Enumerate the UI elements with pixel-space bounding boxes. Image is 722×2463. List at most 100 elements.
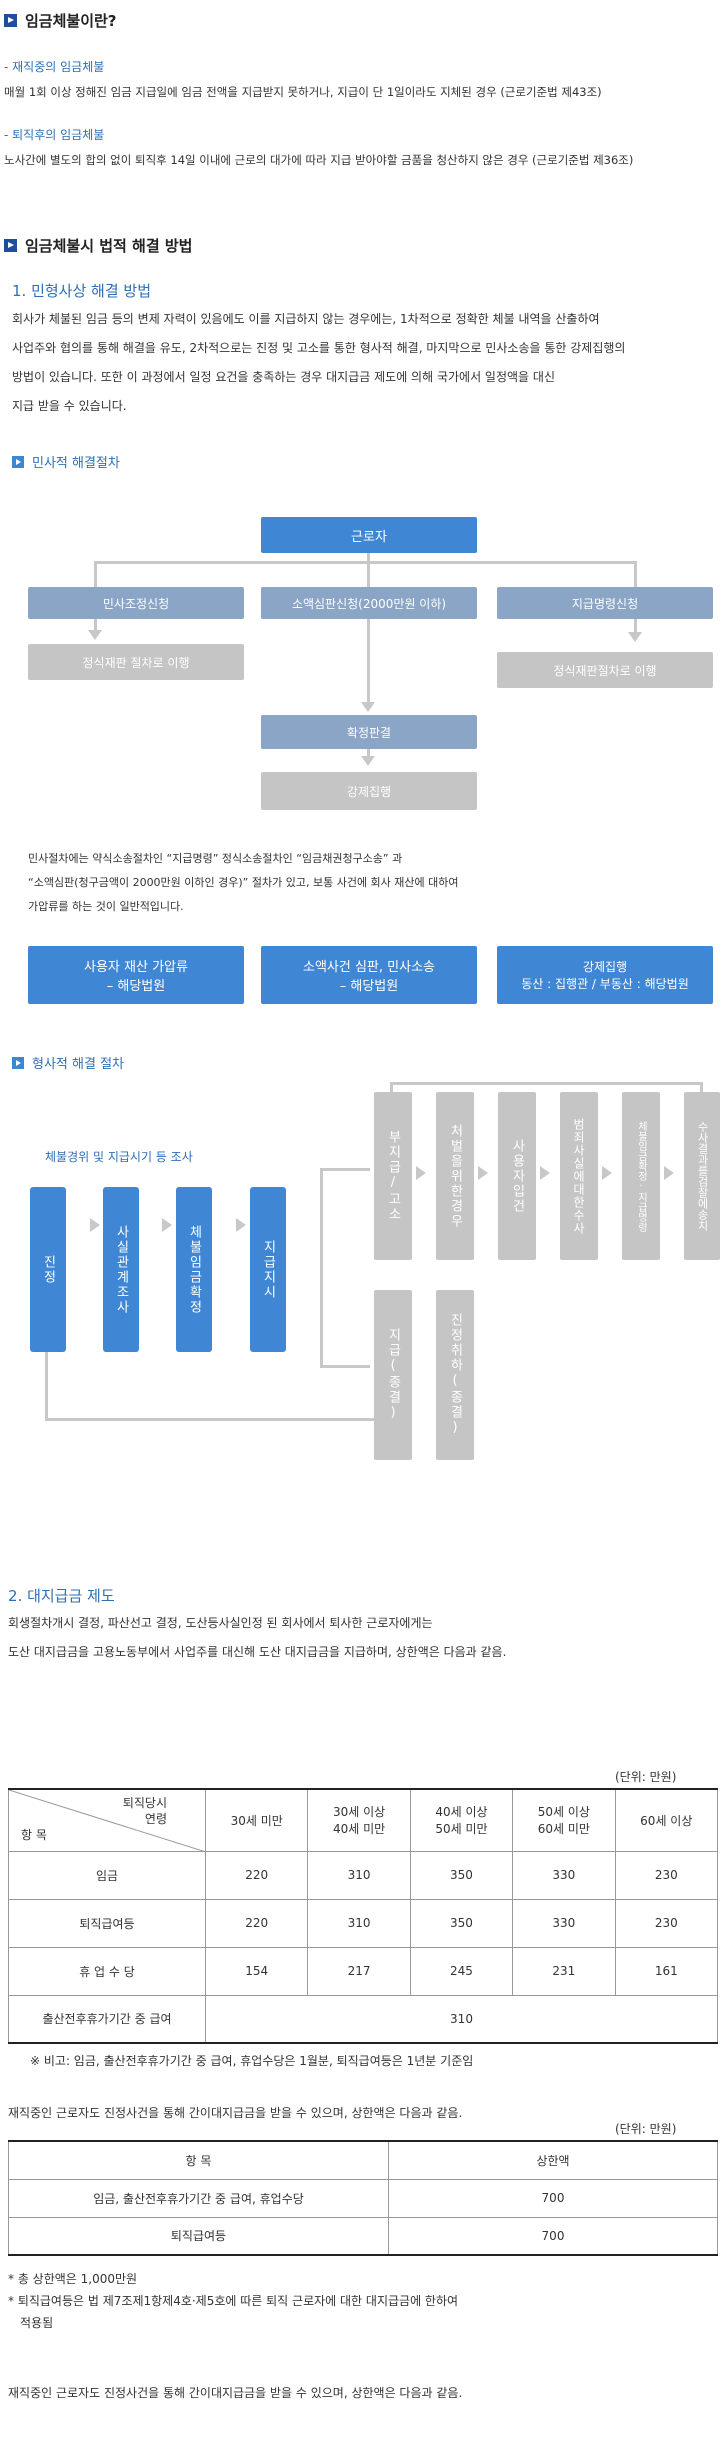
result-refer-prosecution: 수사결과를검찰에송치 — [684, 1092, 720, 1260]
box-line: 동산 : 집행관 / 부동산 : 해당법원 — [521, 977, 689, 991]
table-row: 퇴직급여등 700 — [8, 2216, 718, 2256]
arrow-down-icon — [361, 756, 375, 766]
table-cell: 330 — [512, 1898, 616, 1948]
unit-label: (단위: 만원) — [615, 1770, 677, 1784]
box-small-claims-trial: 소액사건 심판, 민사소송 – 해당법원 — [261, 946, 477, 1004]
table-row: 퇴직급여등 220 310 350 330 230 — [8, 1898, 719, 1948]
connector-line — [320, 1168, 323, 1368]
section-title-text: 임금체불시 법적 해결 방법 — [25, 237, 193, 255]
step-confirm-unpaid-wages: 체불임금확정 — [176, 1187, 212, 1352]
connector-line — [700, 1082, 703, 1100]
arrow-right-icon — [236, 1218, 246, 1232]
table-row: 임금, 출산전후휴가기간 중 급여, 휴업수당 700 — [8, 2178, 718, 2218]
arrow-right-icon — [602, 1166, 612, 1180]
footnote: * 총 상한액은 1,000만원 — [8, 2272, 138, 2286]
heading-substitute-payment: 2. 대지급금 제도 — [8, 1587, 115, 1605]
result-withdrawn-closed: 진정취하(종결) — [436, 1290, 474, 1460]
table-cell: 350 — [409, 1850, 514, 1900]
row-label: 퇴직급여등 — [8, 1898, 206, 1948]
box-worker: 근로자 — [261, 517, 477, 553]
row-label: 출산전후휴가기간 중 급여 — [8, 1994, 206, 2044]
substitute-payment-table: 퇴직당시 연령 항 목 30세 미만 30세 이상 40세 미만 40세 이상 … — [8, 1788, 719, 2044]
paragraph-line: 도산 대지급금을 고용노동부에서 사업주를 대신해 도산 대지급금을 지급하며,… — [8, 1645, 507, 1659]
heading-civil-criminal: 1. 민형사상 해결 방법 — [12, 282, 152, 300]
arrow-right-icon — [478, 1166, 488, 1180]
arrow-down-icon — [628, 632, 642, 642]
table-cell: 245 — [409, 1946, 514, 1996]
connector-line — [390, 1082, 702, 1085]
column-header: 30세 이상 40세 미만 — [307, 1788, 411, 1852]
connector-line — [320, 1168, 370, 1171]
box-line: 강제집행 — [582, 960, 628, 974]
table-cell: 310 — [205, 1994, 718, 2044]
row-label: 퇴직급여등 — [8, 2216, 389, 2256]
footnote: * 퇴직급여등은 법 제7조제1항제4호·제5호에 따른 퇴직 근로자에 대한 … — [8, 2294, 459, 2308]
table-cell: 161 — [614, 1946, 719, 1996]
diagonal-line — [9, 1790, 206, 1852]
text-retired: 노사간에 별도의 합의 없이 퇴직후 14일 이내에 근로의 대가에 따라 지급… — [4, 153, 634, 167]
connector-line — [634, 561, 637, 587]
column-header: 40세 이상 50세 미만 — [409, 1788, 514, 1852]
connector-line — [367, 616, 370, 704]
column-header: 30세 미만 — [204, 1788, 309, 1852]
box-mediation: 민사조정신청 — [28, 587, 244, 619]
table-cell: 310 — [307, 1850, 411, 1900]
box-line: 사용자 재산 가압류 — [84, 960, 188, 975]
heading-text: 민사적 해결절차 — [32, 456, 120, 471]
result-confirm-and-order: 체불임금확정·지급명령 — [622, 1092, 660, 1260]
result-paid-closed: 지급(종결) — [374, 1290, 412, 1460]
connector-line — [94, 616, 97, 630]
box-small-claims: 소액심판신청(2000만원 이하) — [261, 587, 477, 619]
heading-criminal-procedure: 형사적 해결 절차 — [12, 1053, 124, 1072]
corner-cell: 퇴직당시 연령 항 목 — [8, 1788, 206, 1852]
sub-label-employed: - 재직중의 임금체불 — [4, 60, 105, 74]
table-cell: 230 — [614, 1850, 719, 1900]
paragraph-line: 지급 받을 수 있습니다. — [12, 399, 127, 413]
table-header-row: 퇴직당시 연령 항 목 30세 미만 30세 이상 40세 미만 40세 이상 … — [8, 1788, 719, 1852]
section-title-text: 임금체불이란? — [25, 12, 117, 30]
column-header: 상한액 — [388, 2140, 718, 2180]
box-line: – 해당법원 — [339, 979, 399, 994]
row-label: 임금 — [8, 1850, 206, 1900]
arrow-right-icon — [664, 1166, 674, 1180]
table-cell: 230 — [614, 1898, 719, 1948]
box-final-judgment: 확정판결 — [261, 715, 477, 749]
table-cell: 231 — [512, 1946, 616, 1996]
arrow-down-icon — [361, 702, 375, 712]
arrow-right-icon — [90, 1218, 100, 1232]
paragraph-line: 방법이 있습니다. 또한 이 과정에서 일정 요건을 충족하는 경우 대지급금 … — [12, 370, 555, 384]
paragraph-line: 사업주와 협의를 통해 해결을 유도, 2차적으로는 진정 및 고소를 통한 형… — [12, 341, 626, 355]
step-petition: 진정 — [30, 1187, 66, 1352]
sub-label-retired: - 퇴직후의 임금체불 — [4, 128, 105, 142]
step-payment-order: 지급지시 — [250, 1187, 286, 1352]
box-asset-seizure: 사용자 재산 가압류 – 해당법원 — [28, 946, 244, 1004]
heading-civil-procedure: 민사적 해결절차 — [12, 452, 120, 471]
table-cell: 330 — [512, 1850, 616, 1900]
result-for-punishment: 처벌을위한경우 — [436, 1092, 474, 1260]
box-line: – 해당법원 — [106, 979, 166, 994]
civil-note-line: 민사절차에는 약식소송절차인 “지급명령” 정식소송절차인 “임금채권청구소송”… — [28, 852, 403, 865]
column-header: 항 목 — [8, 2140, 389, 2180]
connector-line — [390, 1082, 393, 1100]
connector-line — [45, 1418, 375, 1421]
table-cell: 310 — [307, 1898, 411, 1948]
remark-note: ※ 비고: 임금, 출산전후휴가기간 중 급여, 휴업수당은 1월분, 퇴직급여… — [30, 2054, 474, 2068]
corner-bottom-label: 항 목 — [21, 1827, 47, 1842]
table-cell: 217 — [307, 1946, 411, 1996]
table-cell: 154 — [204, 1946, 309, 1996]
box-compulsory-execution: 강제집행 동산 : 집행관 / 부동산 : 해당법원 — [497, 946, 713, 1004]
corner-mid-label: 연령 — [144, 1812, 167, 1826]
paragraph-line: 재직중인 근로자도 진정사건을 통해 간이대지급금을 받을 수 있으며, 상한액… — [8, 2106, 463, 2120]
section-title-wage-arrears: 임금체불이란? — [4, 10, 117, 31]
connector-line — [94, 561, 97, 587]
column-header: 50세 이상 60세 미만 — [512, 1788, 616, 1852]
civil-note-line: 가압류를 하는 것이 일반적입니다. — [28, 900, 184, 913]
arrow-right-icon — [162, 1218, 172, 1232]
section-bullet-icon — [4, 14, 17, 27]
table-row: 출산전후휴가기간 중 급여 310 — [8, 1994, 718, 2044]
paragraph-line: 회사가 체불된 임금 등의 변제 자력이 있음에도 이를 지급하지 않는 경우에… — [12, 312, 600, 326]
table-row: 휴 업 수 당 154 217 245 231 161 — [8, 1946, 719, 1996]
connector-line — [367, 742, 370, 756]
connector-line — [45, 1350, 48, 1420]
row-label: 임금, 출산전후휴가기간 중 급여, 휴업수당 — [8, 2178, 389, 2218]
